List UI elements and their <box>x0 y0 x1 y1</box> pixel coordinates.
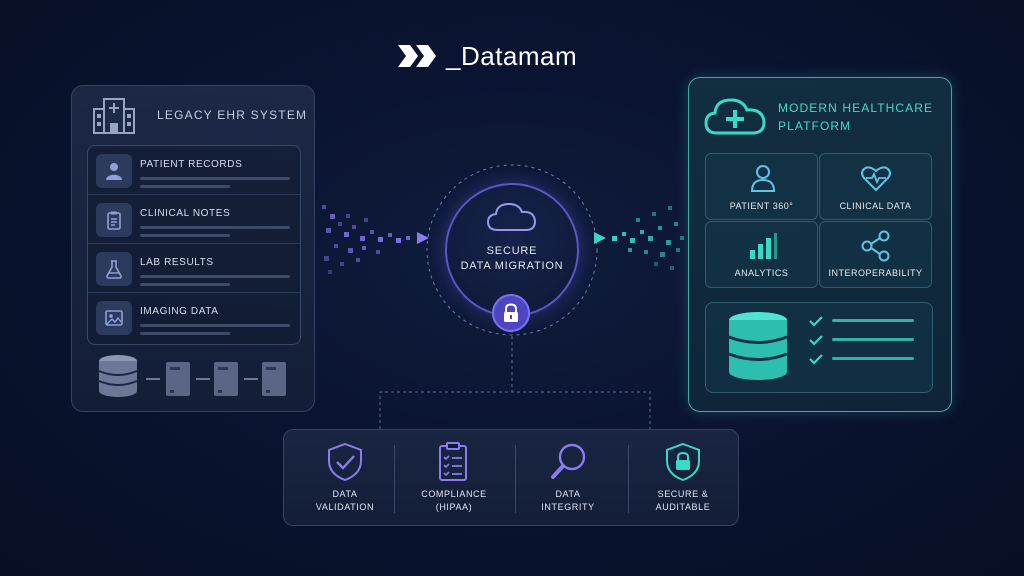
placeholder-line <box>140 185 230 188</box>
feature-line1: COMPLIANCE <box>421 489 487 499</box>
feature-line2: (HIPAA) <box>435 502 473 512</box>
placeholder-line <box>140 324 290 327</box>
feature-line2: INTEGRITY <box>541 502 595 512</box>
feature-line1: DATA <box>555 489 581 499</box>
placeholder-line <box>140 234 230 237</box>
modern-title-line2: PLATFORM <box>778 119 852 133</box>
feature-line1: DATA <box>332 489 358 499</box>
cell-patient-360: PATIENT 360° <box>705 153 818 220</box>
bar-chart-icon <box>750 233 777 259</box>
clipboard-icon <box>96 203 132 237</box>
feature-data-validation: DATA VALIDATION <box>297 440 393 520</box>
shield-check-icon <box>328 442 362 482</box>
feature-secure-auditable: SECURE & AUDITABLE <box>634 440 732 520</box>
check-icon <box>809 316 823 327</box>
cell-label: INTEROPERABILITY <box>828 268 923 278</box>
divider <box>628 445 629 513</box>
cell-interoperability: INTEROPERABILITY <box>819 221 932 288</box>
share-icon <box>861 230 890 262</box>
feature-label: COMPLIANCE (HIPAA) <box>405 488 503 514</box>
user-icon <box>750 165 776 192</box>
modern-title: MODERN HEALTHCARE PLATFORM <box>778 99 933 135</box>
list-item-label: PATIENT RECORDS <box>140 159 243 170</box>
legacy-title: LEGACY EHR SYSTEM <box>157 108 308 122</box>
placeholder-line <box>140 283 230 286</box>
image-icon <box>96 301 132 335</box>
placeholder-line <box>140 332 230 335</box>
placeholder-line <box>140 177 290 180</box>
divider <box>515 445 516 513</box>
checklist-icon <box>439 442 467 481</box>
feature-label: SECURE & AUDITABLE <box>634 488 732 514</box>
shield-lock-icon <box>666 442 700 482</box>
user-icon <box>96 154 132 188</box>
magnifier-icon <box>551 443 586 479</box>
center-line2: DATA MIGRATION <box>460 260 564 272</box>
features-panel <box>283 429 739 526</box>
legacy-data-list: PATIENT RECORDS CLINICAL NOTES LAB RESUL… <box>87 145 301 345</box>
secure-migration-label: SECURE DATA MIGRATION <box>451 244 573 274</box>
center-line1: SECURE <box>486 245 538 257</box>
list-item-label: IMAGING DATA <box>140 306 219 317</box>
cell-label: CLINICAL DATA <box>839 201 912 211</box>
list-item-imaging-data: IMAGING DATA <box>88 293 300 342</box>
feature-line2: VALIDATION <box>315 502 375 512</box>
check-icon <box>809 354 823 365</box>
lock-icon <box>504 303 518 322</box>
flask-icon <box>96 252 132 286</box>
list-item-patient-records: PATIENT RECORDS <box>88 146 300 195</box>
heart-pulse-icon <box>861 166 891 192</box>
server-icon <box>214 362 238 396</box>
cell-label: PATIENT 360° <box>729 201 794 211</box>
hospital-icon <box>93 98 135 134</box>
feature-label: DATA INTEGRITY <box>520 488 616 514</box>
checklist-lines <box>809 316 914 365</box>
feature-line2: AUDITABLE <box>655 502 711 512</box>
list-item-label: CLINICAL NOTES <box>140 208 231 219</box>
divider <box>394 445 395 513</box>
list-item-lab-results: LAB RESULTS <box>88 244 300 293</box>
cloud-icon <box>486 202 537 231</box>
feature-compliance: COMPLIANCE (HIPAA) <box>405 440 503 520</box>
list-item-label: LAB RESULTS <box>140 257 214 268</box>
feature-data-integrity: DATA INTEGRITY <box>520 440 616 520</box>
lock-badge <box>492 294 530 332</box>
server-icon <box>262 362 286 396</box>
legacy-storage-row <box>98 355 286 397</box>
cloud-plus-icon <box>704 98 766 135</box>
feature-line1: SECURE & <box>657 489 709 499</box>
server-icon <box>166 362 190 396</box>
placeholder-line <box>140 226 290 229</box>
brand-name: _Datamam <box>446 40 578 71</box>
database-icon <box>728 312 788 380</box>
cell-label: ANALYTICS <box>734 268 789 278</box>
cell-analytics: ANALYTICS <box>705 221 818 288</box>
double-chevron-logo-icon <box>398 45 436 67</box>
database-icon <box>98 355 138 397</box>
modern-title-line1: MODERN HEALTHCARE <box>778 101 934 115</box>
check-icon <box>809 335 823 346</box>
list-item-clinical-notes: CLINICAL NOTES <box>88 195 300 244</box>
feature-label: DATA VALIDATION <box>297 488 393 514</box>
placeholder-line <box>140 275 290 278</box>
brand: _Datamam <box>396 40 577 72</box>
cell-clinical-data: CLINICAL DATA <box>819 153 932 220</box>
